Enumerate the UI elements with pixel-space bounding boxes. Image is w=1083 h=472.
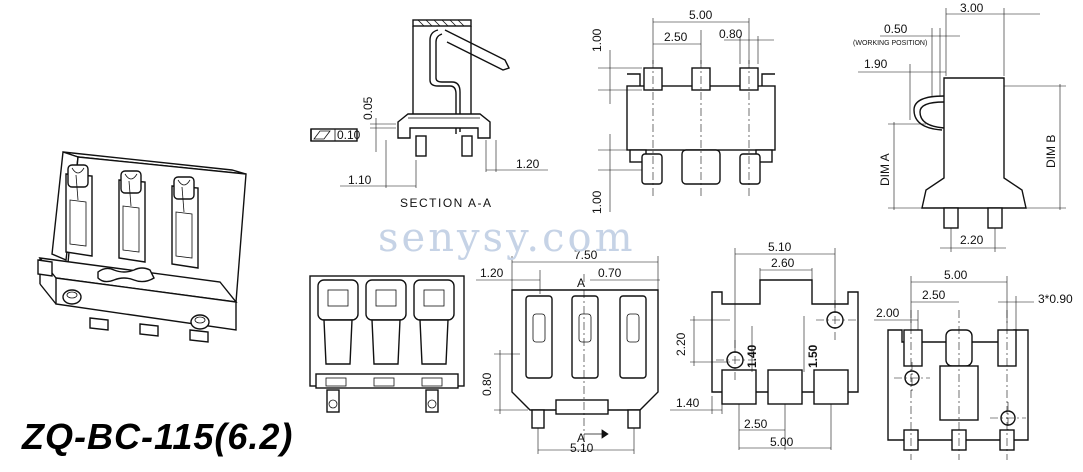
working-position-note: (WORKING POSITION) bbox=[853, 40, 927, 47]
contact-offset-dim-190: 1.90 bbox=[864, 57, 888, 71]
dim-a-label: DIM A bbox=[878, 153, 892, 186]
section-caption: SECTION A-A bbox=[400, 196, 493, 210]
edge-dim-200: 2.00 bbox=[876, 306, 900, 320]
height-dim-080: 0.80 bbox=[480, 372, 494, 396]
pitch-dim-250: 2.50 bbox=[744, 417, 768, 431]
height-dim-150: 1.50 bbox=[806, 344, 820, 368]
pcb-layout-view: 5.10 2.60 2.20 1.40 1.50 1.40 2.50 5.00 bbox=[670, 240, 859, 450]
isometric-view bbox=[37, 151, 247, 343]
contact-2 bbox=[118, 170, 146, 263]
slot-3 bbox=[413, 279, 455, 413]
top-height-dim-100: 1.00 bbox=[590, 28, 604, 52]
holes-dim-3x090: 3*0.90 bbox=[1038, 292, 1073, 306]
slot-1 bbox=[317, 279, 359, 413]
height-left-dim-220: 2.20 bbox=[674, 332, 688, 356]
pin-width-dim-080: 0.80 bbox=[719, 27, 743, 41]
working-position-dim-050: 0.50 bbox=[884, 22, 908, 36]
section-marker-top: A bbox=[577, 276, 585, 290]
pin-layout-view: 5.00 2.50 2.00 3*0.90 bbox=[874, 268, 1073, 460]
span-dim-500: 5.00 bbox=[770, 435, 794, 449]
height-dim-005: 0.05 bbox=[361, 96, 375, 120]
overall-dim-510: 5.10 bbox=[768, 240, 792, 254]
watermark: senysy.com bbox=[378, 215, 636, 261]
height-dim-140: 1.40 bbox=[745, 344, 759, 368]
slot-2 bbox=[365, 279, 407, 365]
overall-dim-500: 5.00 bbox=[944, 268, 968, 282]
base-dim-510: 5.10 bbox=[570, 441, 594, 455]
contact-3 bbox=[171, 176, 199, 269]
side-view: 3.00 0.50 (WORKING POSITION) 1.90 DIM A … bbox=[853, 1, 1066, 252]
overall-dim-750: 7.50 bbox=[574, 248, 598, 262]
bottom-height-dim-100: 1.00 bbox=[590, 190, 604, 214]
width-dim-300: 3.00 bbox=[960, 1, 984, 15]
top-front-view: 5.00 2.50 0.80 1.00 1.00 bbox=[590, 8, 776, 214]
part-number-title: ZQ-BC-115(6.2) bbox=[22, 416, 294, 457]
overall-dim-500: 5.00 bbox=[689, 8, 713, 22]
foot-spacing-dim-220: 2.20 bbox=[960, 233, 984, 247]
bottom-view: 7.50 1.20 0.70 A 0.80 5.10 A bbox=[476, 248, 660, 455]
contact-top-view bbox=[309, 275, 465, 413]
pitch-dim-250: 2.50 bbox=[664, 30, 688, 44]
offset-dim-110: 1.10 bbox=[348, 173, 372, 187]
offset-dim-120: 1.20 bbox=[516, 157, 540, 171]
dim-b-label: DIM B bbox=[1044, 135, 1058, 168]
gap-dim-070: 0.70 bbox=[598, 266, 622, 280]
edge-dim-140: 1.40 bbox=[676, 396, 700, 410]
flatness-tolerance-value: 0.10 bbox=[337, 128, 361, 142]
pitch-dim-250: 2.50 bbox=[922, 288, 946, 302]
edge-dim-120: 1.20 bbox=[480, 266, 504, 280]
contact-1 bbox=[65, 164, 93, 257]
section-a-a-view: 0.10 0.05 1.10 1.20 SECTION A-A bbox=[310, 19, 548, 210]
pad-width-dim-260: 2.60 bbox=[771, 256, 795, 270]
section-marker-bottom: A bbox=[577, 431, 585, 445]
